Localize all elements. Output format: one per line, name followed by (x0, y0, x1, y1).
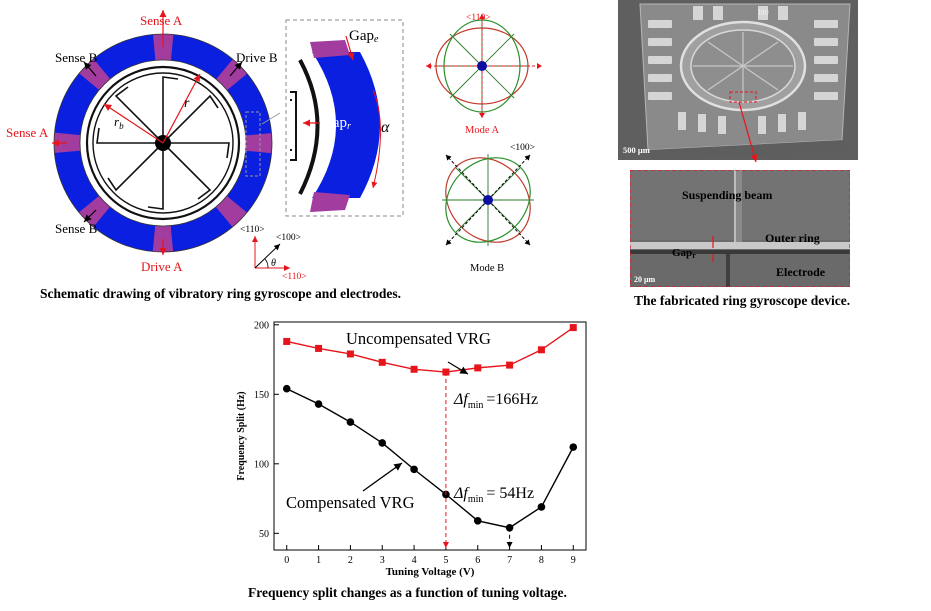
compensated-data-point (537, 503, 546, 511)
svg-text:<110>: <110> (282, 272, 307, 282)
uncompensated-data-point (346, 350, 354, 358)
compensated-data-point (569, 443, 578, 451)
zoom-connector-arrow (738, 101, 758, 163)
x-axis-label: Tuning Voltage (V) (386, 566, 475, 578)
device-sem-panel: I80 500 μm (618, 0, 858, 160)
x-tick-label: 4 (412, 555, 417, 566)
mode-shapes-panel: <110> Mode A <100> Mode B (418, 0, 558, 285)
uncompensated-data-point (474, 364, 482, 372)
chip-marking: I80 (758, 8, 769, 17)
svg-text:<100>: <100> (276, 233, 301, 243)
scale-bar-main: 500 μm (623, 145, 650, 155)
uncompensated-data-point (315, 344, 323, 352)
mode-b-label: Mode B (470, 263, 504, 274)
y-tick-label: 150 (254, 390, 269, 401)
device-chip: I80 (648, 6, 838, 134)
svg-text:<100>: <100> (510, 143, 535, 153)
mode-a-label: Mode A (465, 125, 500, 136)
compensated-series-line (286, 388, 574, 529)
x-tick-label: 3 (380, 555, 385, 566)
uncompensated-data-point (410, 365, 418, 373)
compensated-data-point (473, 517, 482, 525)
chart-caption: Frequency split changes as a function of… (248, 585, 567, 600)
dfmin-compensated: Δfmin= 54Hz (453, 485, 534, 505)
rb-label: rb (114, 114, 124, 131)
gap-r-label: Gapr (322, 115, 351, 132)
x-tick-label: 2 (348, 555, 353, 566)
x-tick-label: 6 (475, 555, 480, 566)
r-label: r (184, 96, 190, 111)
svg-text:θ: θ (271, 258, 276, 269)
sense-a-left-label: Sense A (6, 125, 49, 140)
svg-text:<110>: <110> (240, 225, 265, 235)
alpha-label: α (381, 119, 390, 136)
x-tick-label: 9 (571, 555, 576, 566)
drive-a-label: Drive A (141, 259, 183, 274)
svg-text:<110>: <110> (466, 13, 491, 23)
x-tick-label: 0 (284, 555, 289, 566)
y-tick-label: 50 (259, 529, 269, 540)
uncompensated-data-point (569, 324, 577, 332)
uncompensated-data-point (537, 346, 545, 354)
sense-b-top-label: Sense B (55, 50, 98, 65)
resonant-ring (85, 65, 241, 221)
frequency-split-chart: 0 1 2 3 4 5 6 7 8 9 50 100 150 200 Tuning Voltage (V)… (230, 310, 600, 585)
ring-gyroscope-schematic: rb r Sense A Sense A Drive A Sense B Dri… (6, 10, 404, 282)
y-axis-label: Frequency Split (Hz) (236, 391, 247, 480)
schematic-caption: Schematic drawing of vibratory ring gyro… (40, 286, 401, 301)
schematic-panel: rb r Sense A Sense A Drive A Sense B Dri… (0, 0, 420, 285)
scale-bar-zoom: 20 μm (634, 275, 656, 284)
compensated-label: Compensated VRG (286, 493, 415, 512)
mode-a-shape: <110> Mode A (426, 13, 542, 136)
gap-zoom-inset: Gape Gapr α (285, 19, 404, 217)
uncompensated-data-point (378, 358, 386, 366)
uncompensated-data-point (442, 368, 450, 376)
compensated-data-point (410, 465, 418, 474)
sense-a-top-label: Sense A (140, 13, 183, 28)
compensated-data-point (378, 439, 387, 447)
uncompensated-label: Uncompensated VRG (346, 329, 491, 348)
x-tick-label: 5 (443, 555, 448, 566)
y-tick-label: 200 (254, 320, 269, 331)
y-tick-label: 100 (254, 459, 269, 470)
gap-label: Gapr (672, 247, 696, 260)
compensated-data-point (346, 418, 355, 426)
suspending-beams (96, 76, 230, 210)
zoom-region-marker (729, 91, 757, 103)
electrode-label: Electrode (776, 265, 826, 279)
device-caption: The fabricated ring gyroscope device. (634, 293, 851, 308)
x-tick-label: 7 (507, 555, 512, 566)
gap-e-label: Gape (349, 28, 379, 45)
x-tick-label: 1 (316, 555, 321, 566)
sense-b-bottom-label: Sense B (55, 221, 98, 236)
suspending-beam-label: Suspending beam (682, 188, 772, 202)
x-tick-label: 8 (539, 555, 544, 566)
drive-b-label: Drive B (236, 50, 278, 65)
dfmin-uncompensated: Δfmin=166Hz (453, 391, 538, 411)
plot-frame (273, 321, 587, 551)
compensated-data-point (282, 384, 291, 393)
uncompensated-data-point (283, 337, 291, 345)
outer-ring-label: Outer ring (765, 231, 820, 245)
crystal-axes: <110> <100> <110> θ (240, 225, 307, 282)
mode-b-shape: <100> Mode B (442, 143, 535, 274)
compensated-data-point (314, 400, 323, 408)
uncompensated-series-line (286, 326, 574, 373)
uncompensated-data-point (506, 361, 514, 369)
device-zoom-sem-panel: Suspending beam Outer ring Gapr Electrod… (629, 169, 851, 288)
